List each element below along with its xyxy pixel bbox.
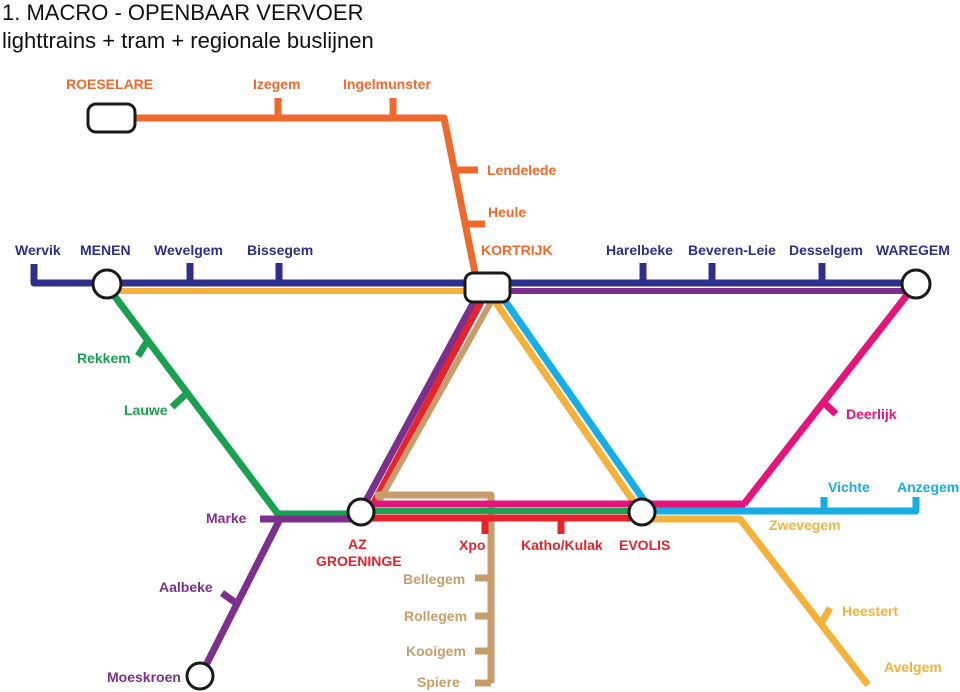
label-kooigem: Kooigem bbox=[406, 643, 466, 659]
line-magenta-diag bbox=[741, 283, 917, 507]
label-az-groeninge-2: GROENINGE bbox=[316, 553, 402, 569]
label-xpo: Xpo bbox=[459, 537, 485, 553]
line-cyan-diag bbox=[500, 295, 651, 509]
line-red-diag bbox=[365, 296, 487, 514]
label-rekkem: Rekkem bbox=[77, 350, 131, 366]
label-az-groeninge-1: AZ bbox=[348, 536, 367, 552]
label-deerlijk: Deerlijk bbox=[846, 406, 897, 422]
label-marke: Marke bbox=[206, 510, 247, 526]
tick-aalbeke bbox=[219, 590, 239, 606]
line-tan bbox=[375, 491, 495, 683]
page-title: 1. MACRO - OPENBAAR VERVOER bbox=[2, 0, 364, 25]
tick-rekkem bbox=[135, 338, 151, 358]
tick-lauwe bbox=[169, 390, 190, 410]
label-spiere: Spiere bbox=[417, 674, 460, 690]
label-ingelmunster: Ingelmunster bbox=[343, 76, 431, 92]
label-aalbeke: Aalbeke bbox=[159, 579, 213, 595]
station-roeselare-marker[interactable] bbox=[86, 102, 137, 134]
line-navy bbox=[30, 264, 916, 287]
label-wervik: Wervik bbox=[15, 242, 61, 258]
line-green bbox=[107, 287, 358, 518]
label-menen: MENEN bbox=[80, 242, 131, 258]
label-beveren: Beveren-Leie bbox=[688, 242, 776, 258]
label-moeskroen: Moeskroen bbox=[107, 669, 181, 685]
label-zwevegem: Zwevegem bbox=[769, 517, 841, 533]
tick-deerlijk bbox=[821, 400, 839, 417]
label-bissegem: Bissegem bbox=[247, 242, 313, 258]
tick-heestert bbox=[818, 606, 834, 624]
label-harelbeke: Harelbeke bbox=[606, 242, 673, 258]
label-rollegem: Rollegem bbox=[404, 608, 467, 624]
line-orange bbox=[112, 114, 482, 289]
label-evolis: EVOLIS bbox=[619, 537, 670, 553]
label-lendelede: Lendelede bbox=[487, 162, 556, 178]
label-desselgem: Desselgem bbox=[789, 242, 863, 258]
label-izegem: Izegem bbox=[253, 76, 300, 92]
label-lauwe: Lauwe bbox=[124, 402, 168, 418]
line-yellow-diag bbox=[491, 298, 641, 510]
label-roeselare: ROESELARE bbox=[66, 76, 153, 92]
station-az-groeninge-marker[interactable] bbox=[346, 497, 376, 527]
page-subtitle: lighttrains + tram + regionale buslijnen bbox=[2, 28, 374, 53]
label-bellegem: Bellegem bbox=[403, 571, 465, 587]
station-waregem-marker[interactable] bbox=[900, 268, 932, 300]
station-menen-marker[interactable] bbox=[91, 268, 123, 300]
label-waregem: WAREGEM bbox=[876, 242, 950, 258]
label-kortrijk: KORTRIJK bbox=[481, 242, 553, 258]
station-kortrijk-marker[interactable] bbox=[463, 271, 512, 304]
line-cyan bbox=[650, 497, 920, 515]
line-purple-moeskroen bbox=[198, 517, 284, 675]
line-yellow bbox=[650, 515, 871, 688]
label-vichte: Vichte bbox=[828, 479, 870, 495]
label-wevelgem: Wevelgem bbox=[154, 242, 223, 258]
label-katho: Katho/Kulak bbox=[521, 537, 603, 553]
label-avelgem: Avelgem bbox=[884, 659, 942, 675]
label-heestert: Heestert bbox=[842, 603, 898, 619]
label-heule: Heule bbox=[488, 204, 526, 220]
line-purple-diag bbox=[357, 296, 480, 512]
line-tan-diag bbox=[374, 300, 494, 507]
station-moeskroen-marker[interactable] bbox=[185, 661, 215, 691]
label-anzegem: Anzegem bbox=[897, 479, 959, 495]
station-evolis-marker[interactable] bbox=[627, 497, 657, 527]
